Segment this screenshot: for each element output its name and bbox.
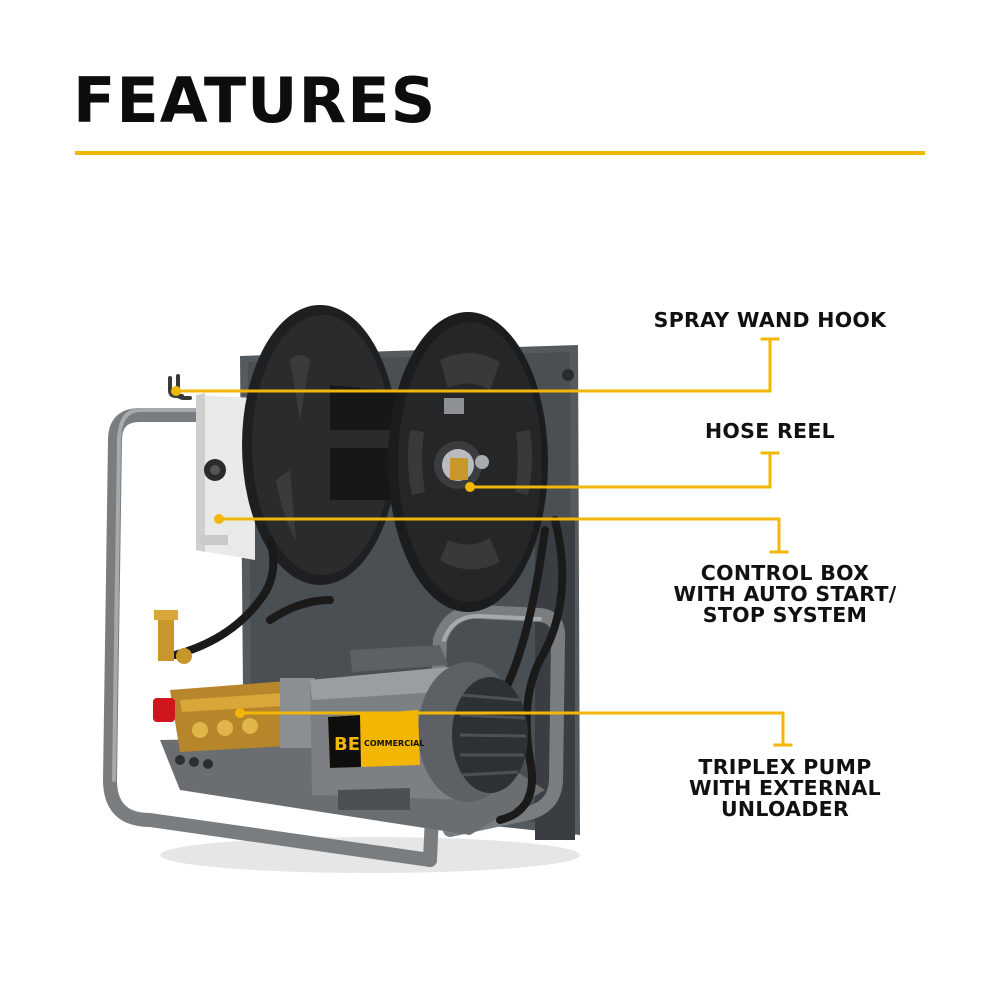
feature-label-control-box: CONTROL BOX WITH AUTO START/ STOP SYSTEM xyxy=(630,563,940,626)
feature-label-spray-wand-hook: SPRAY WAND HOOK xyxy=(620,310,920,331)
brand-badge: BE COMMERCIAL xyxy=(328,710,424,768)
spray-wand-hook xyxy=(168,374,192,400)
feature-label-line: WITH EXTERNAL xyxy=(688,776,882,800)
brand-badge-text: COMMERCIAL xyxy=(364,739,424,748)
feature-label-line: UNLOADER xyxy=(720,797,850,821)
page-heading: FEATURES xyxy=(73,64,437,137)
feature-label-line: STOP SYSTEM xyxy=(702,603,868,627)
base-plate-holes xyxy=(175,755,213,769)
feature-label-line: SPRAY WAND HOOK xyxy=(653,308,887,332)
hoses xyxy=(171,516,567,824)
feature-label-hose-reel: HOSE REEL xyxy=(620,421,920,442)
feature-label-line: WITH AUTO START/ xyxy=(673,582,897,606)
unloader-valve xyxy=(154,610,192,664)
brand-logo: BE xyxy=(334,734,360,755)
feature-label-line: CONTROL BOX xyxy=(700,561,870,585)
feature-label-line: HOSE REEL xyxy=(704,419,836,443)
feature-label-triplex-pump: TRIPLEX PUMP WITH EXTERNAL UNLOADER xyxy=(630,757,940,820)
tubular-frame-highlight xyxy=(112,408,542,782)
heading-underline xyxy=(75,151,925,155)
feature-label-line: TRIPLEX PUMP xyxy=(698,755,872,779)
